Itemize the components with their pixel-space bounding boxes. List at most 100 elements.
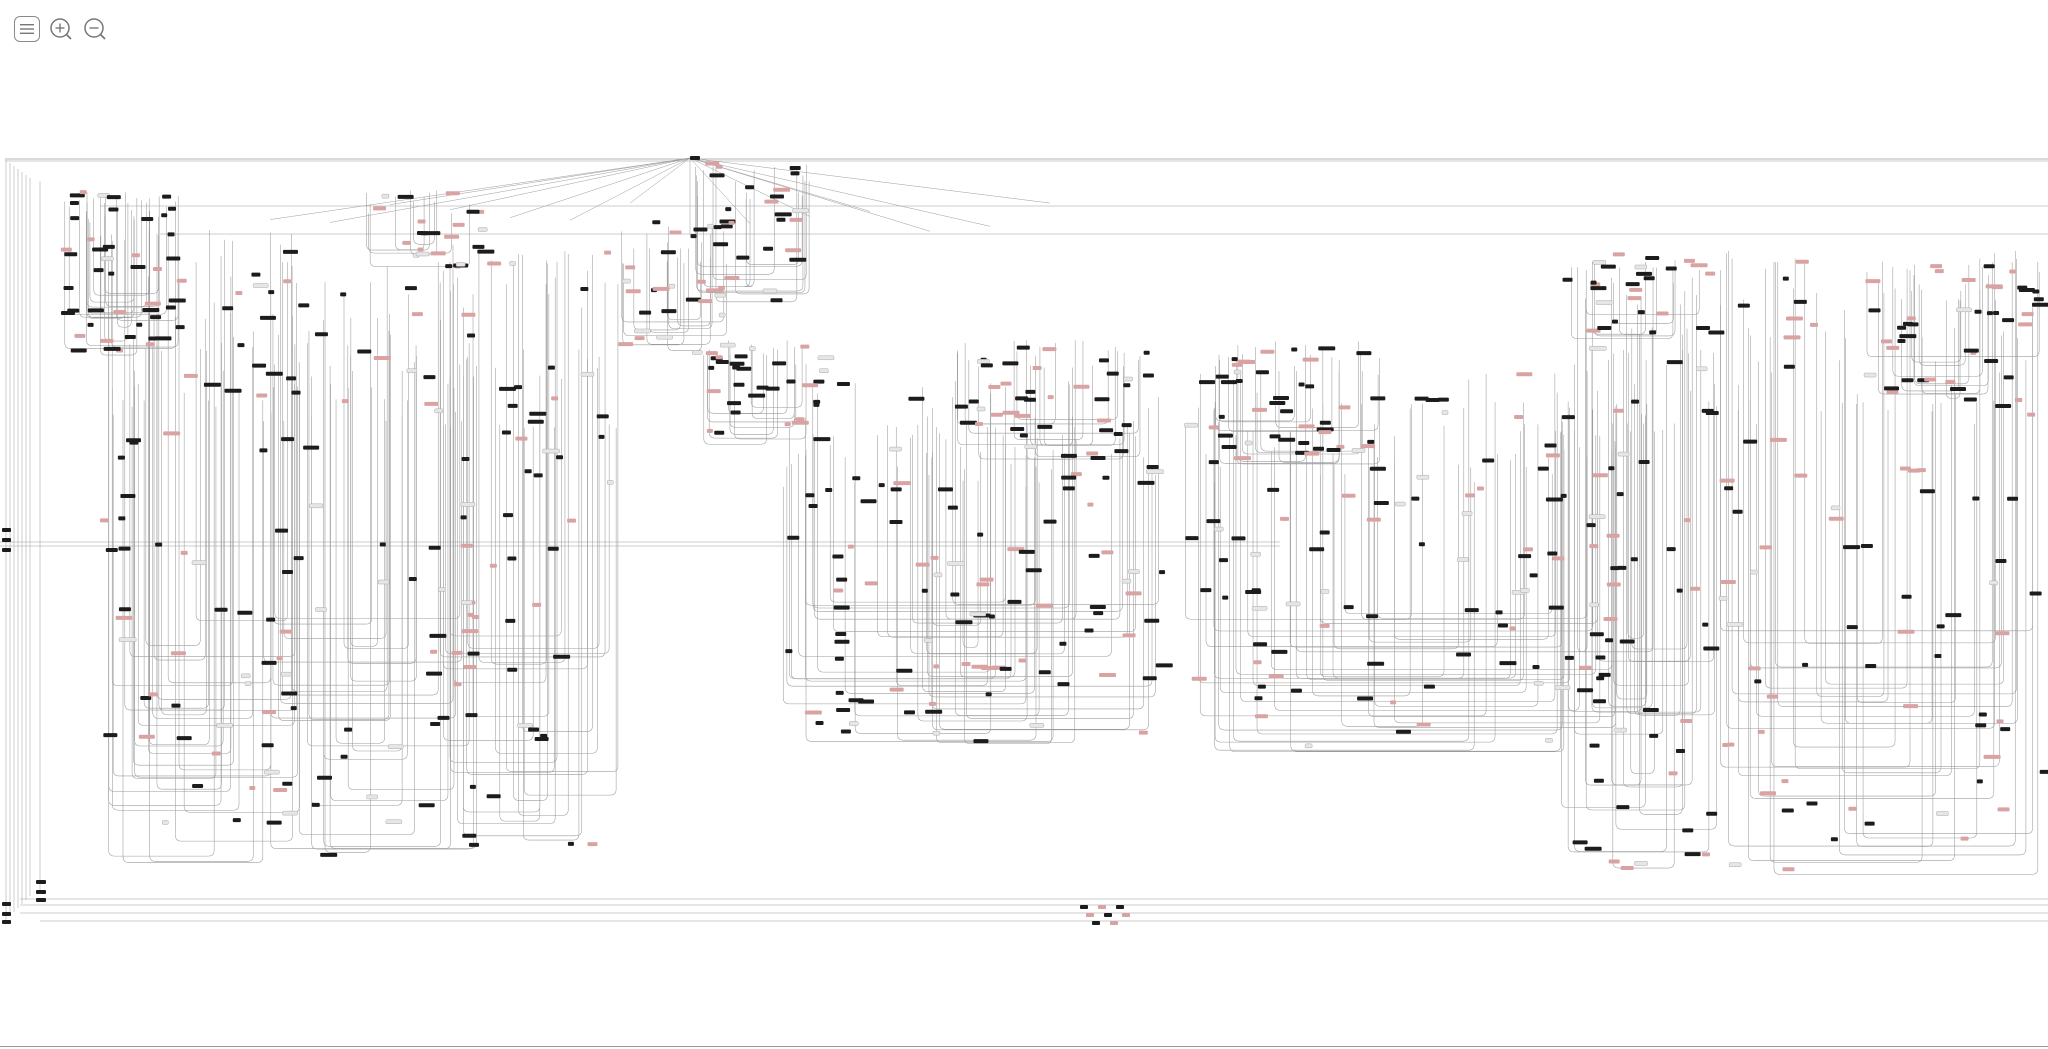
graph-node[interactable] — [340, 754, 348, 759]
graph-node[interactable] — [315, 607, 327, 612]
graph-node[interactable] — [261, 743, 274, 748]
graph-node[interactable] — [1159, 570, 1166, 575]
graph-node[interactable] — [1114, 449, 1129, 454]
graph-node[interactable] — [772, 361, 787, 366]
graph-node[interactable] — [165, 305, 176, 310]
graph-node[interactable] — [437, 587, 446, 592]
graph-node[interactable] — [1676, 588, 1683, 593]
graph-node[interactable] — [1634, 264, 1648, 270]
graph-node[interactable] — [733, 382, 745, 387]
graph-node[interactable] — [1708, 330, 1725, 335]
graph-node[interactable] — [547, 546, 559, 551]
graph-node[interactable] — [1795, 259, 1809, 264]
graph-node[interactable] — [1084, 628, 1094, 633]
graph-node[interactable] — [1144, 618, 1160, 623]
graph-node[interactable] — [108, 207, 119, 212]
graph-node[interactable] — [634, 336, 645, 341]
graph-node[interactable] — [1592, 473, 1608, 478]
graph-node[interactable] — [708, 365, 715, 370]
graph-node[interactable] — [118, 546, 131, 551]
graph-node[interactable] — [1520, 588, 1530, 593]
graph-node[interactable] — [1233, 369, 1242, 375]
graph-node[interactable] — [618, 342, 634, 347]
graph-node[interactable] — [903, 710, 915, 715]
graph-node[interactable] — [933, 572, 943, 578]
graph-node[interactable] — [256, 393, 268, 398]
graph-node[interactable] — [1242, 359, 1256, 364]
graph-node[interactable] — [273, 787, 288, 792]
graph-node[interactable] — [268, 290, 275, 295]
graph-node[interactable] — [1897, 325, 1907, 330]
graph-node[interactable] — [1482, 458, 1495, 463]
graph-node[interactable] — [1754, 679, 1762, 684]
graph-node[interactable] — [1995, 631, 2010, 636]
graph-node[interactable] — [408, 577, 417, 582]
graph-node[interactable] — [162, 194, 172, 199]
graph-node[interactable] — [955, 620, 973, 625]
graph-node[interactable] — [1727, 742, 1735, 747]
graph-node[interactable] — [1533, 681, 1544, 686]
graph-node[interactable] — [232, 818, 241, 823]
graph-node[interactable] — [1830, 837, 1838, 842]
graph-node[interactable] — [1146, 465, 1159, 470]
graph-node[interactable] — [864, 581, 878, 586]
graph-node[interactable] — [1560, 493, 1567, 498]
graph-node[interactable] — [1783, 364, 1795, 369]
graph-node[interactable] — [1037, 424, 1053, 429]
graph-node[interactable] — [817, 355, 835, 361]
graph-node[interactable] — [469, 784, 476, 789]
graph-node[interactable] — [607, 480, 614, 485]
graph-node[interactable] — [596, 414, 609, 419]
graph-node[interactable] — [1222, 595, 1229, 600]
graph-node[interactable] — [1319, 420, 1331, 425]
graph-node[interactable] — [622, 278, 631, 284]
graph-node[interactable] — [836, 577, 848, 582]
graph-node[interactable] — [87, 237, 95, 242]
graph-node[interactable] — [933, 664, 940, 669]
graph-node[interactable] — [1208, 425, 1219, 430]
graph-node[interactable] — [1886, 389, 1899, 394]
graph-node[interactable] — [696, 279, 706, 284]
graph-node[interactable] — [100, 518, 110, 523]
graph-node[interactable] — [1285, 601, 1301, 607]
graph-node[interactable] — [142, 307, 160, 312]
zoom-in-button[interactable] — [48, 16, 74, 42]
graph-node[interactable] — [103, 346, 121, 351]
graph-node[interactable] — [1416, 722, 1431, 727]
graph-node[interactable] — [660, 250, 676, 255]
graph-node[interactable] — [1138, 730, 1148, 735]
graph-node[interactable] — [1589, 602, 1599, 608]
graph-node[interactable] — [503, 513, 514, 518]
graph-node[interactable] — [461, 312, 476, 317]
graph-node[interactable] — [1748, 666, 1761, 671]
graph-node[interactable] — [709, 173, 725, 178]
graph-node[interactable] — [1950, 387, 1967, 392]
graph-node[interactable] — [377, 579, 390, 585]
graph-node[interactable] — [237, 343, 245, 348]
graph-node[interactable] — [1416, 474, 1430, 480]
graph-node[interactable] — [1766, 694, 1778, 699]
graph-node[interactable] — [835, 690, 844, 695]
graph-node[interactable] — [580, 286, 589, 291]
graph-node[interactable] — [293, 556, 304, 561]
graph-node[interactable] — [833, 605, 850, 610]
graph-node[interactable] — [1024, 444, 1038, 450]
graph-node[interactable] — [1690, 586, 1701, 591]
graph-node[interactable] — [2021, 312, 2034, 317]
graph-node[interactable] — [120, 494, 136, 499]
graph-node[interactable] — [802, 383, 819, 388]
graph-node[interactable] — [1217, 433, 1233, 438]
graph-node[interactable] — [848, 721, 859, 726]
graph-node[interactable] — [136, 322, 143, 327]
graph-node[interactable] — [1584, 846, 1602, 851]
graph-node[interactable] — [720, 342, 736, 348]
graph-node[interactable] — [1235, 379, 1243, 384]
graph-node[interactable] — [429, 633, 447, 638]
graph-node[interactable] — [652, 220, 661, 225]
graph-node[interactable] — [556, 455, 564, 460]
graph-node[interactable] — [1367, 661, 1385, 666]
graph-node[interactable] — [1810, 322, 1818, 327]
graph-node[interactable] — [265, 371, 283, 376]
graph-node[interactable] — [1098, 358, 1109, 363]
graph-node[interactable] — [1309, 547, 1325, 552]
